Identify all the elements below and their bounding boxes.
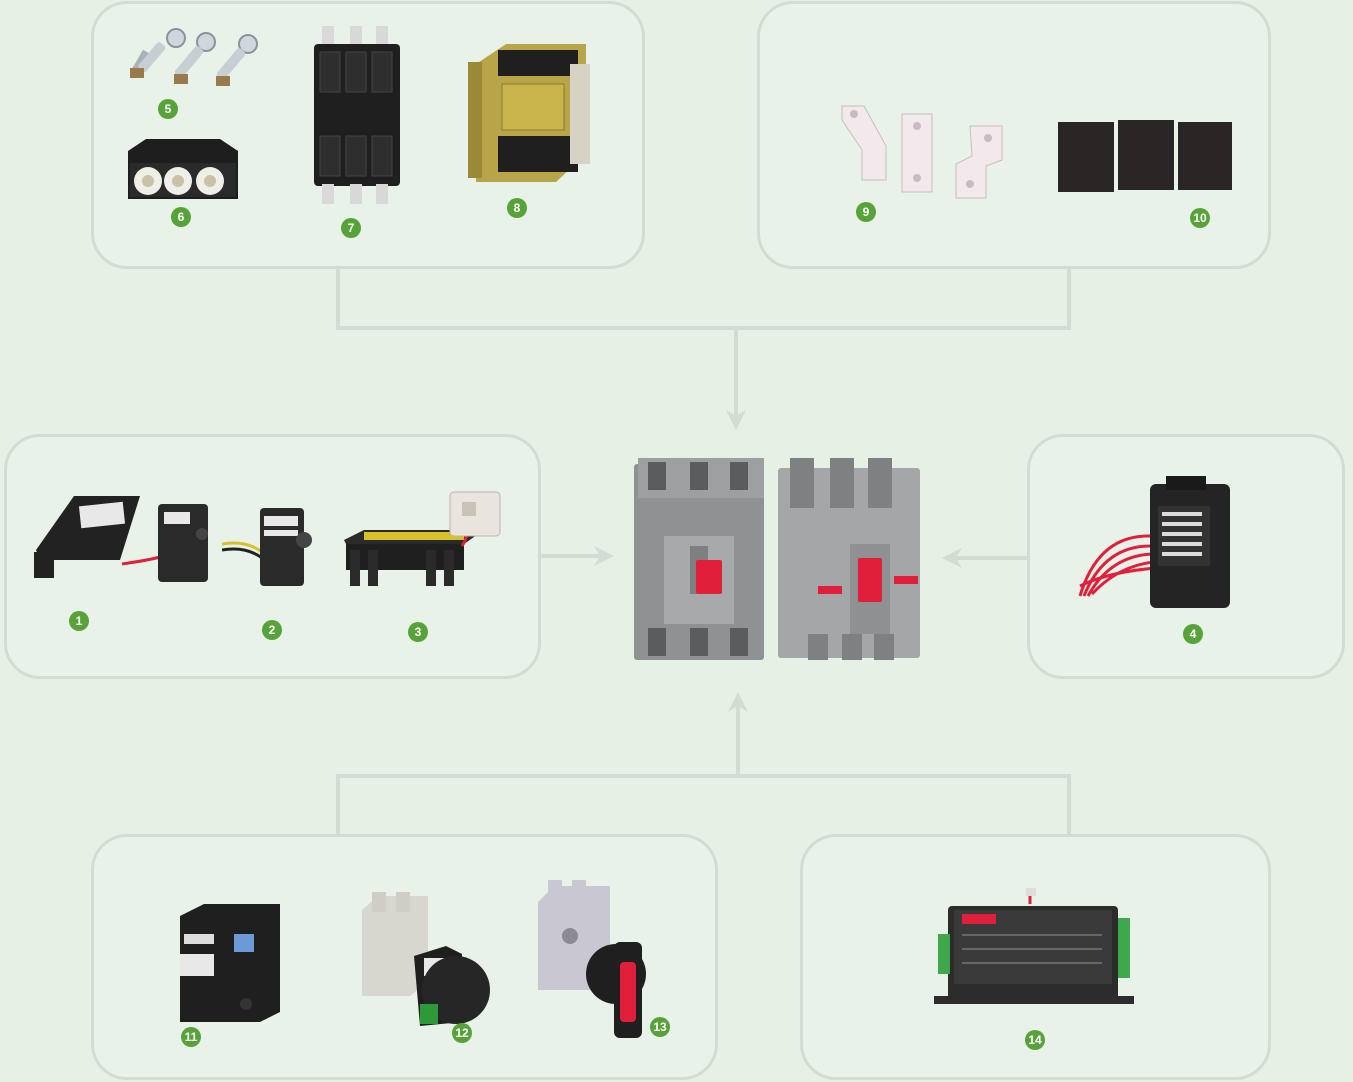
alarm-contact-image bbox=[1078, 476, 1250, 624]
item-number-badge: 8 bbox=[507, 198, 527, 218]
shunt-release-image bbox=[30, 490, 220, 590]
molded-case-circuit-breaker-image bbox=[634, 458, 770, 664]
controller-module-image bbox=[934, 888, 1134, 1012]
item-number-badge: 5 bbox=[158, 99, 178, 119]
extension-busbars-image bbox=[838, 104, 1008, 204]
item-number-badge: 14 bbox=[1025, 1030, 1045, 1050]
plug-in-base-image bbox=[312, 26, 404, 206]
motor-operator-image bbox=[170, 904, 284, 1022]
phase-barriers-image bbox=[1058, 120, 1234, 194]
molded-case-circuit-breaker-front-image bbox=[778, 458, 924, 664]
item-number-badge: 12 bbox=[452, 1023, 472, 1043]
item-number-badge: 11 bbox=[181, 1027, 201, 1047]
operating-handle-image bbox=[532, 880, 654, 1040]
rotary-handle-image bbox=[358, 892, 492, 1026]
draw-out-chassis-image bbox=[466, 44, 596, 184]
item-number-badge: 4 bbox=[1183, 624, 1203, 644]
terminal-cover-image bbox=[128, 137, 238, 201]
item-number-badge: 3 bbox=[408, 622, 428, 642]
item-number-badge: 1 bbox=[69, 611, 89, 631]
undervoltage-release-image bbox=[222, 506, 314, 590]
item-number-badge: 2 bbox=[262, 620, 282, 640]
cable-lugs-image bbox=[126, 28, 262, 98]
auxiliary-contact-image bbox=[344, 490, 510, 594]
item-number-badge: 7 bbox=[341, 218, 361, 238]
item-number-badge: 6 bbox=[171, 207, 191, 227]
item-number-badge: 10 bbox=[1190, 208, 1210, 228]
item-number-badge: 9 bbox=[856, 202, 876, 222]
item-number-badge: 13 bbox=[650, 1017, 670, 1037]
